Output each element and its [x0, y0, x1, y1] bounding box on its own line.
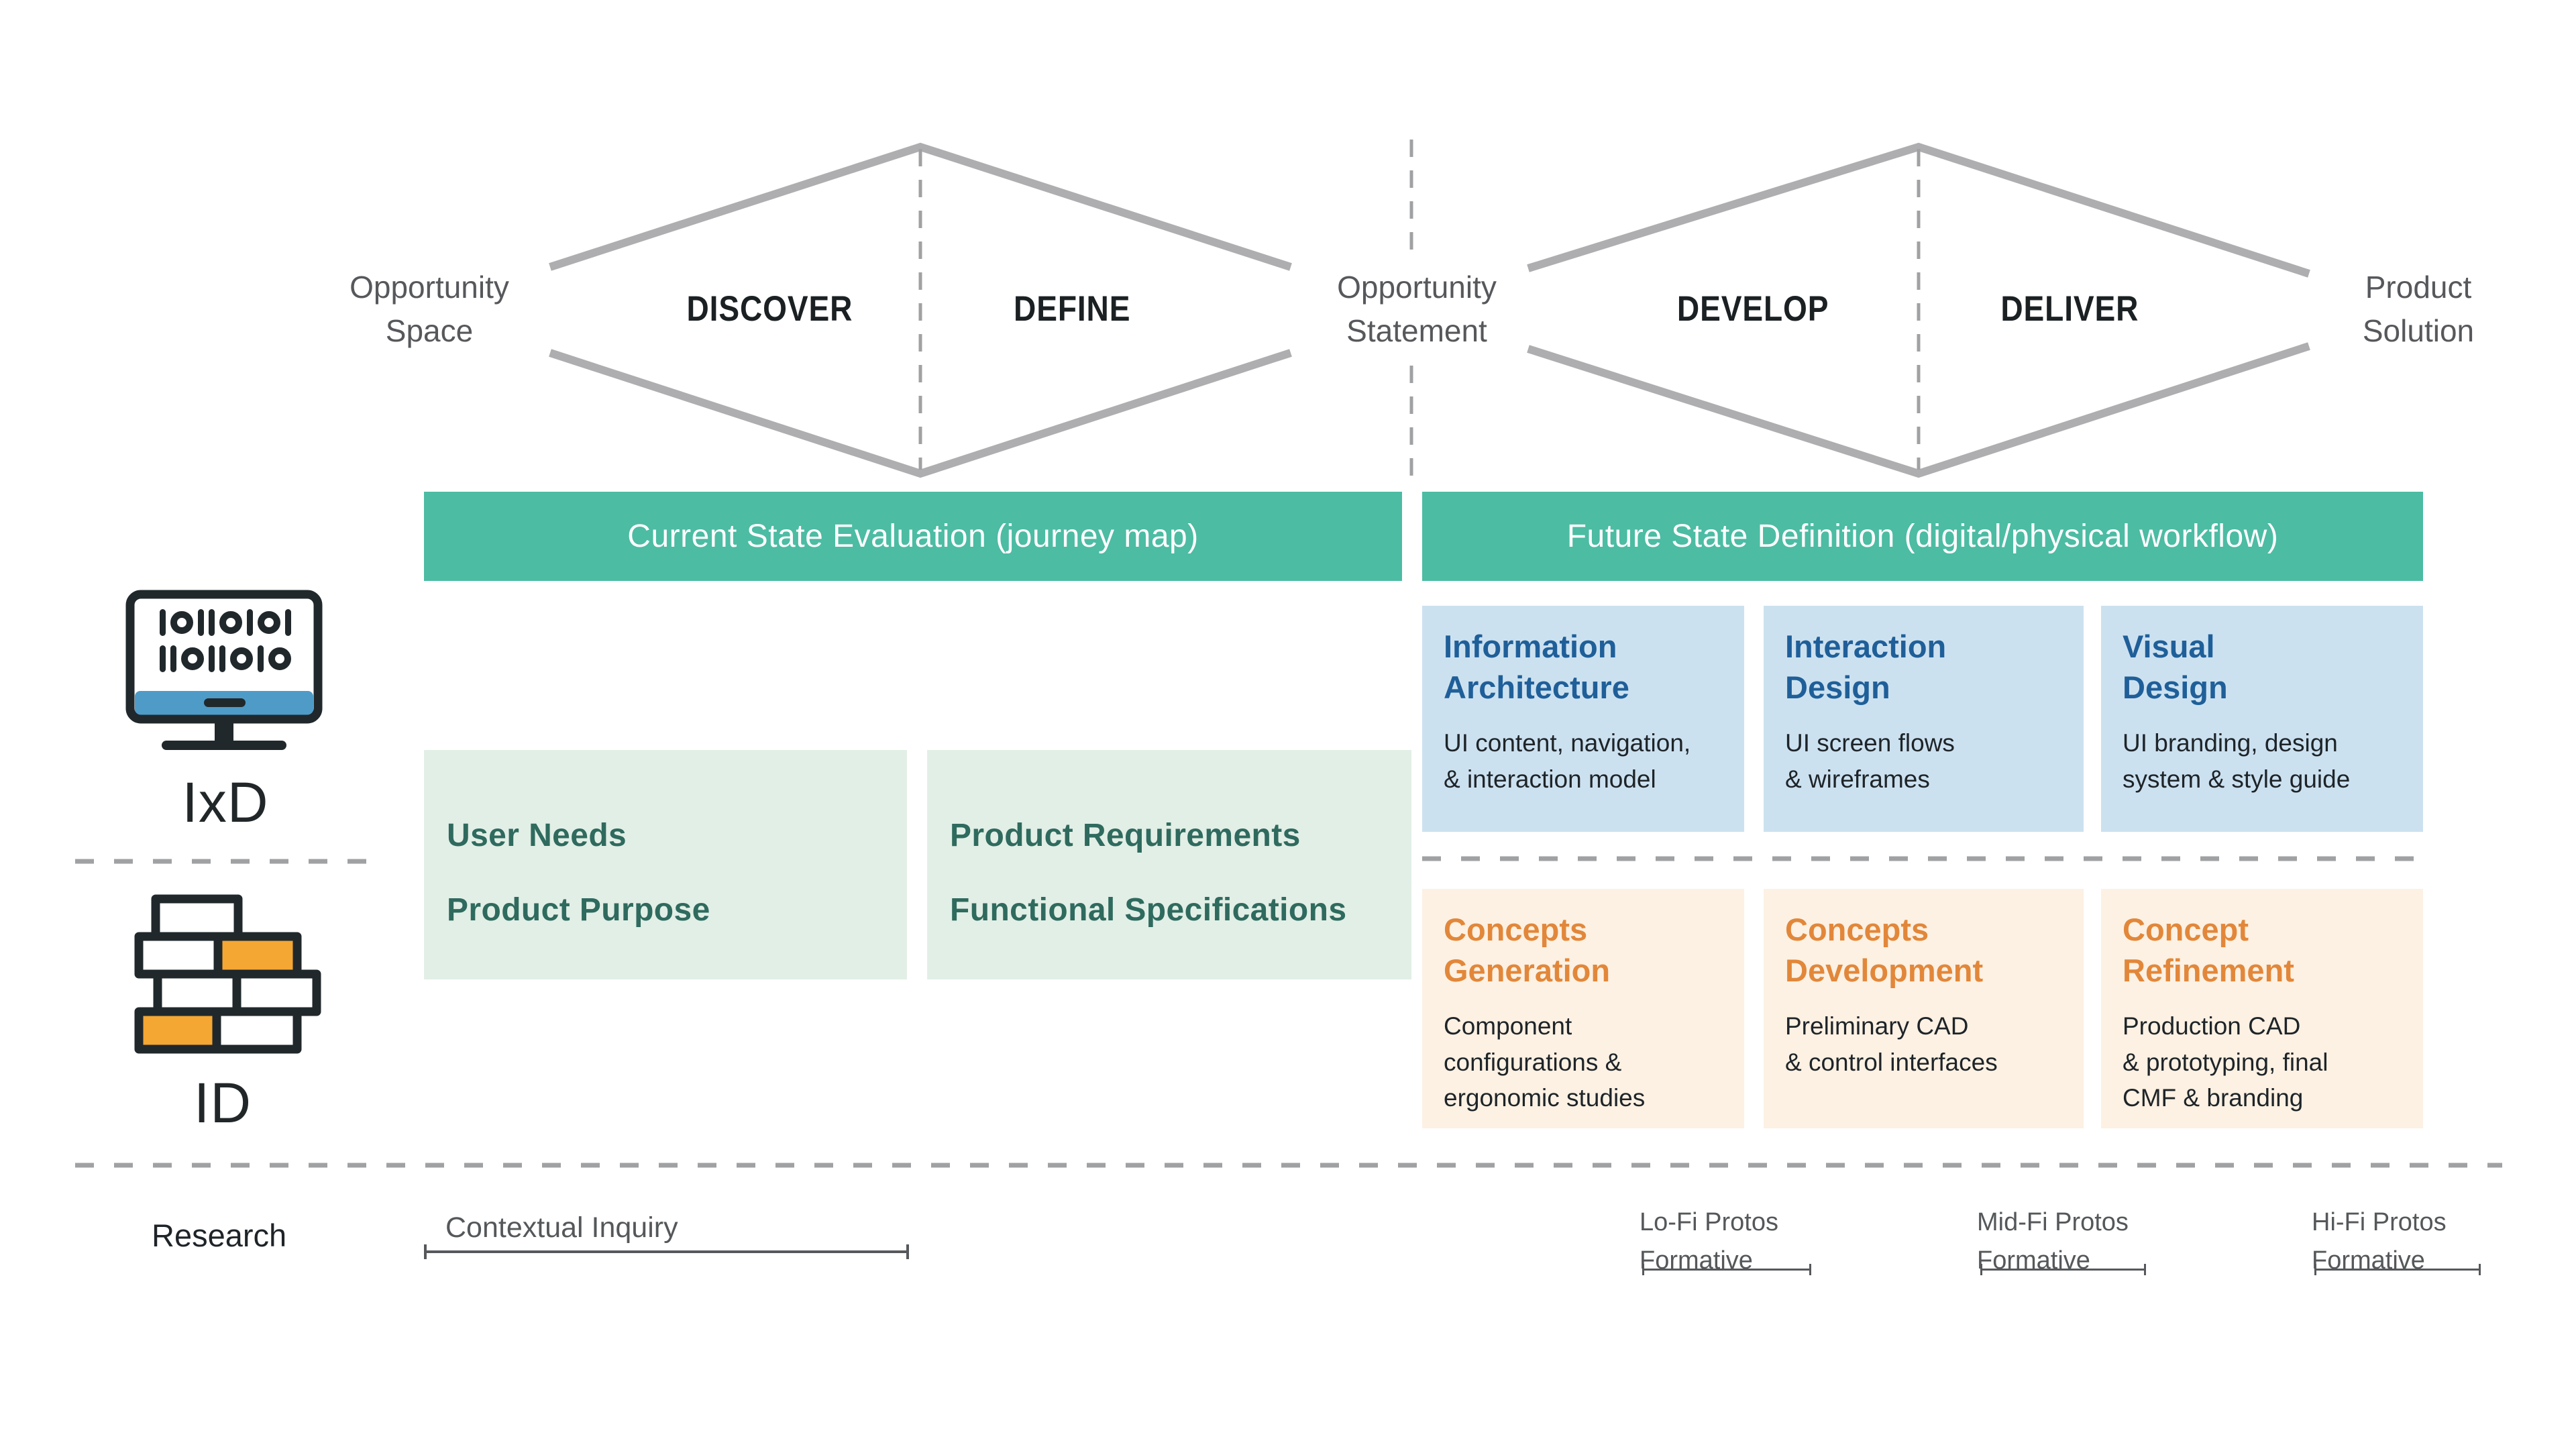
- user-needs-box: User Needs Product Purpose: [424, 750, 907, 979]
- card-body: Preliminary CAD & control interfaces: [1785, 1012, 1998, 1076]
- brick: [212, 1007, 302, 1054]
- monitor-stand-neck: [215, 719, 233, 745]
- opportunity-space-label: Opportunity Space: [350, 270, 509, 349]
- discover-define-bottom-edge: [549, 349, 1292, 478]
- binary-bit-1: [247, 609, 253, 636]
- card-body: UI screen flows & wireframes: [1785, 729, 1955, 793]
- stage-develop: DEVELOP: [1612, 287, 1894, 331]
- product-solution-label: Product Solution: [2362, 270, 2475, 349]
- card-title: Concept Refinement: [2123, 912, 2294, 989]
- stage-develop-text: DEVELOP: [1676, 289, 1829, 329]
- lofi-protos-span-line: [1642, 1264, 1811, 1275]
- binary-bit-1: [170, 645, 176, 672]
- stage-discover: DISCOVER: [629, 287, 910, 331]
- card-body: UI branding, design system & style guide: [2123, 729, 2351, 793]
- discover-define-top-edge: [549, 142, 1292, 271]
- develop-deliver-top-edge: [1527, 142, 2310, 278]
- note-functional-specifications: Functional Specifications: [950, 892, 1347, 928]
- card-title: Visual Design: [2123, 629, 2228, 706]
- hifi-protos-span-line: [2314, 1264, 2481, 1275]
- bricks-icon: [134, 894, 321, 1054]
- monitor-stand-base: [162, 741, 286, 750]
- card-concept-refinement: Concept Refinement Production CAD & prot…: [2101, 889, 2423, 1128]
- horizontal-dashed-separators: [75, 856, 2502, 1168]
- research-row-label: Research: [152, 1218, 287, 1253]
- card-title: Information Architecture: [1444, 629, 1629, 706]
- diamond-outlines: [549, 142, 2310, 478]
- requirements-box: Product Requirements Functional Specific…: [927, 750, 1411, 979]
- binary-bit-1: [258, 645, 264, 672]
- card-title: Interaction Design: [1785, 629, 1947, 706]
- card-concepts-development: Concepts Development Preliminary CAD & c…: [1764, 889, 2084, 1128]
- opportunity-statement-label: Opportunity Statement: [1337, 270, 1497, 349]
- brick: [153, 969, 241, 1016]
- binary-bit-1: [198, 609, 204, 636]
- contextual-inquiry-span-line: [424, 1244, 909, 1259]
- id-row-label: ID: [194, 1071, 252, 1134]
- binary-bit-1: [285, 609, 291, 636]
- banner-future-state-text: Future State Definition (digital/physica…: [1566, 519, 2279, 554]
- stage-deliver: DELIVER: [1929, 287, 2210, 331]
- card-title: Concepts Generation: [1444, 912, 1611, 989]
- stage-define: DEFINE: [931, 287, 1213, 331]
- binary-bit-1: [209, 645, 215, 672]
- monitor-binary-row-1: [125, 609, 326, 639]
- monitor-button: [204, 698, 246, 707]
- banner-current-state: Current State Evaluation (journey map): [424, 492, 1402, 581]
- binary-bit-0: [258, 611, 280, 634]
- monitor-binary-row-2: [125, 645, 326, 675]
- card-title: Concepts Development: [1785, 912, 1984, 989]
- card-body: Component configurations & ergonomic stu…: [1444, 1012, 1646, 1112]
- card-body: Production CAD & prototyping, final CMF …: [2123, 1012, 2328, 1112]
- binary-bit-1: [160, 609, 166, 636]
- brick: [151, 894, 243, 941]
- banner-current-state-text: Current State Evaluation (journey map): [627, 519, 1199, 554]
- binary-bit-0: [268, 647, 291, 670]
- binary-bit-0: [230, 647, 253, 670]
- note-product-purpose: Product Purpose: [447, 892, 710, 928]
- card-interaction-design: Interaction Design UI screen flows & wir…: [1764, 606, 2084, 832]
- midfi-protos-span-line: [1980, 1264, 2146, 1275]
- card-body: UI content, navigation, & interaction mo…: [1444, 729, 1691, 793]
- stage-discover-text: DISCOVER: [686, 289, 853, 329]
- develop-deliver-bottom-edge: [1527, 342, 2310, 478]
- binary-bit-1: [209, 609, 215, 636]
- stage-define-text: DEFINE: [1013, 289, 1131, 329]
- stage-deliver-text: DELIVER: [2000, 289, 2139, 329]
- banner-future-state: Future State Definition (digital/physica…: [1422, 492, 2423, 581]
- vertical-dashed-guides: [918, 140, 1921, 488]
- binary-bit-1: [160, 645, 166, 672]
- ixd-row-label: IxD: [182, 771, 269, 834]
- card-information-architecture: Information Architecture UI content, nav…: [1422, 606, 1744, 832]
- note-user-needs: User Needs: [447, 818, 627, 853]
- midfi-protos-label: Mid-Fi Protos Formative: [1977, 1208, 2129, 1275]
- binary-bit-0: [170, 611, 193, 634]
- binary-bit-0: [219, 611, 242, 634]
- contextual-inquiry-label: Contextual Inquiry: [445, 1212, 678, 1244]
- binary-bit-1: [219, 645, 225, 672]
- binary-bit-0: [181, 647, 204, 670]
- brick: [232, 969, 321, 1016]
- note-product-requirements: Product Requirements: [950, 818, 1301, 853]
- brick-orange: [134, 1007, 221, 1054]
- brick-orange: [213, 932, 302, 979]
- card-concepts-generation: Concepts Generation Component configurat…: [1422, 889, 1744, 1128]
- card-visual-design: Visual Design UI branding, design system…: [2101, 606, 2423, 832]
- brick: [134, 932, 223, 979]
